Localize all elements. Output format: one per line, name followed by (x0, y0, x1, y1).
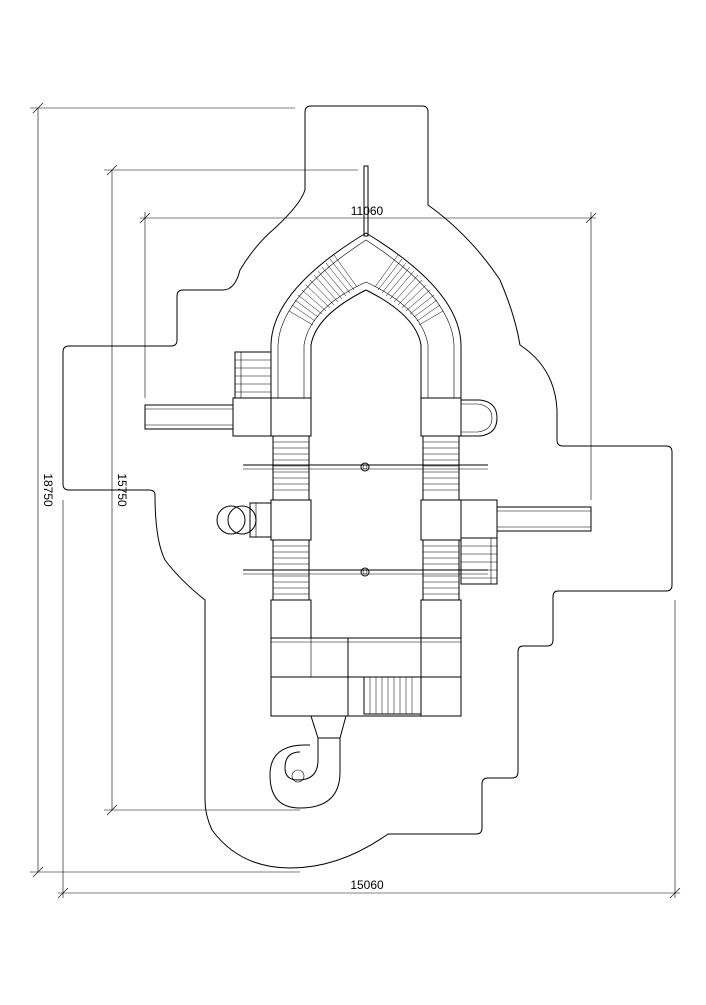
overall-height-label: 18750 (41, 473, 55, 507)
inner-height-label: 15750 (115, 473, 129, 507)
right-arch-climber (461, 399, 498, 437)
left-stairs-upper (272, 435, 310, 501)
play-structure (144, 165, 592, 809)
overall-height-dimension: 18750 (30, 102, 300, 878)
spire-post (363, 165, 369, 237)
deck-left-1 (270, 397, 312, 437)
arch-outer-wall (270, 232, 462, 400)
deck-right-1 (420, 397, 462, 437)
deck-left-2 (270, 499, 312, 541)
overall-width-dimension: 15060 (57, 500, 681, 899)
arch-inner-wall (310, 289, 422, 400)
right-slide (460, 499, 592, 539)
bridge-upper (243, 462, 488, 472)
arch-steps-right (374, 254, 444, 326)
right-lower-ladder (460, 537, 498, 585)
spiral-slide (269, 715, 347, 809)
safety-zone-outline (62, 105, 673, 869)
left-climbing-rings (216, 502, 272, 538)
bridge-lower (243, 567, 488, 577)
left-upper-slide (144, 397, 272, 437)
right-stairs-upper (422, 435, 460, 501)
deck-left-3 (270, 599, 312, 639)
bottom-stairs (363, 676, 422, 715)
left-upper-ladder (234, 351, 272, 399)
top-width-label: 11060 (351, 204, 384, 218)
deck-right-3 (420, 599, 462, 639)
deck-right-2 (420, 499, 462, 541)
arch-steps-left (288, 254, 358, 326)
inner-height-dimension: 15750 (104, 164, 358, 816)
top-width-dimension: 11060 (139, 204, 597, 500)
overall-width-label: 15060 (350, 878, 384, 892)
